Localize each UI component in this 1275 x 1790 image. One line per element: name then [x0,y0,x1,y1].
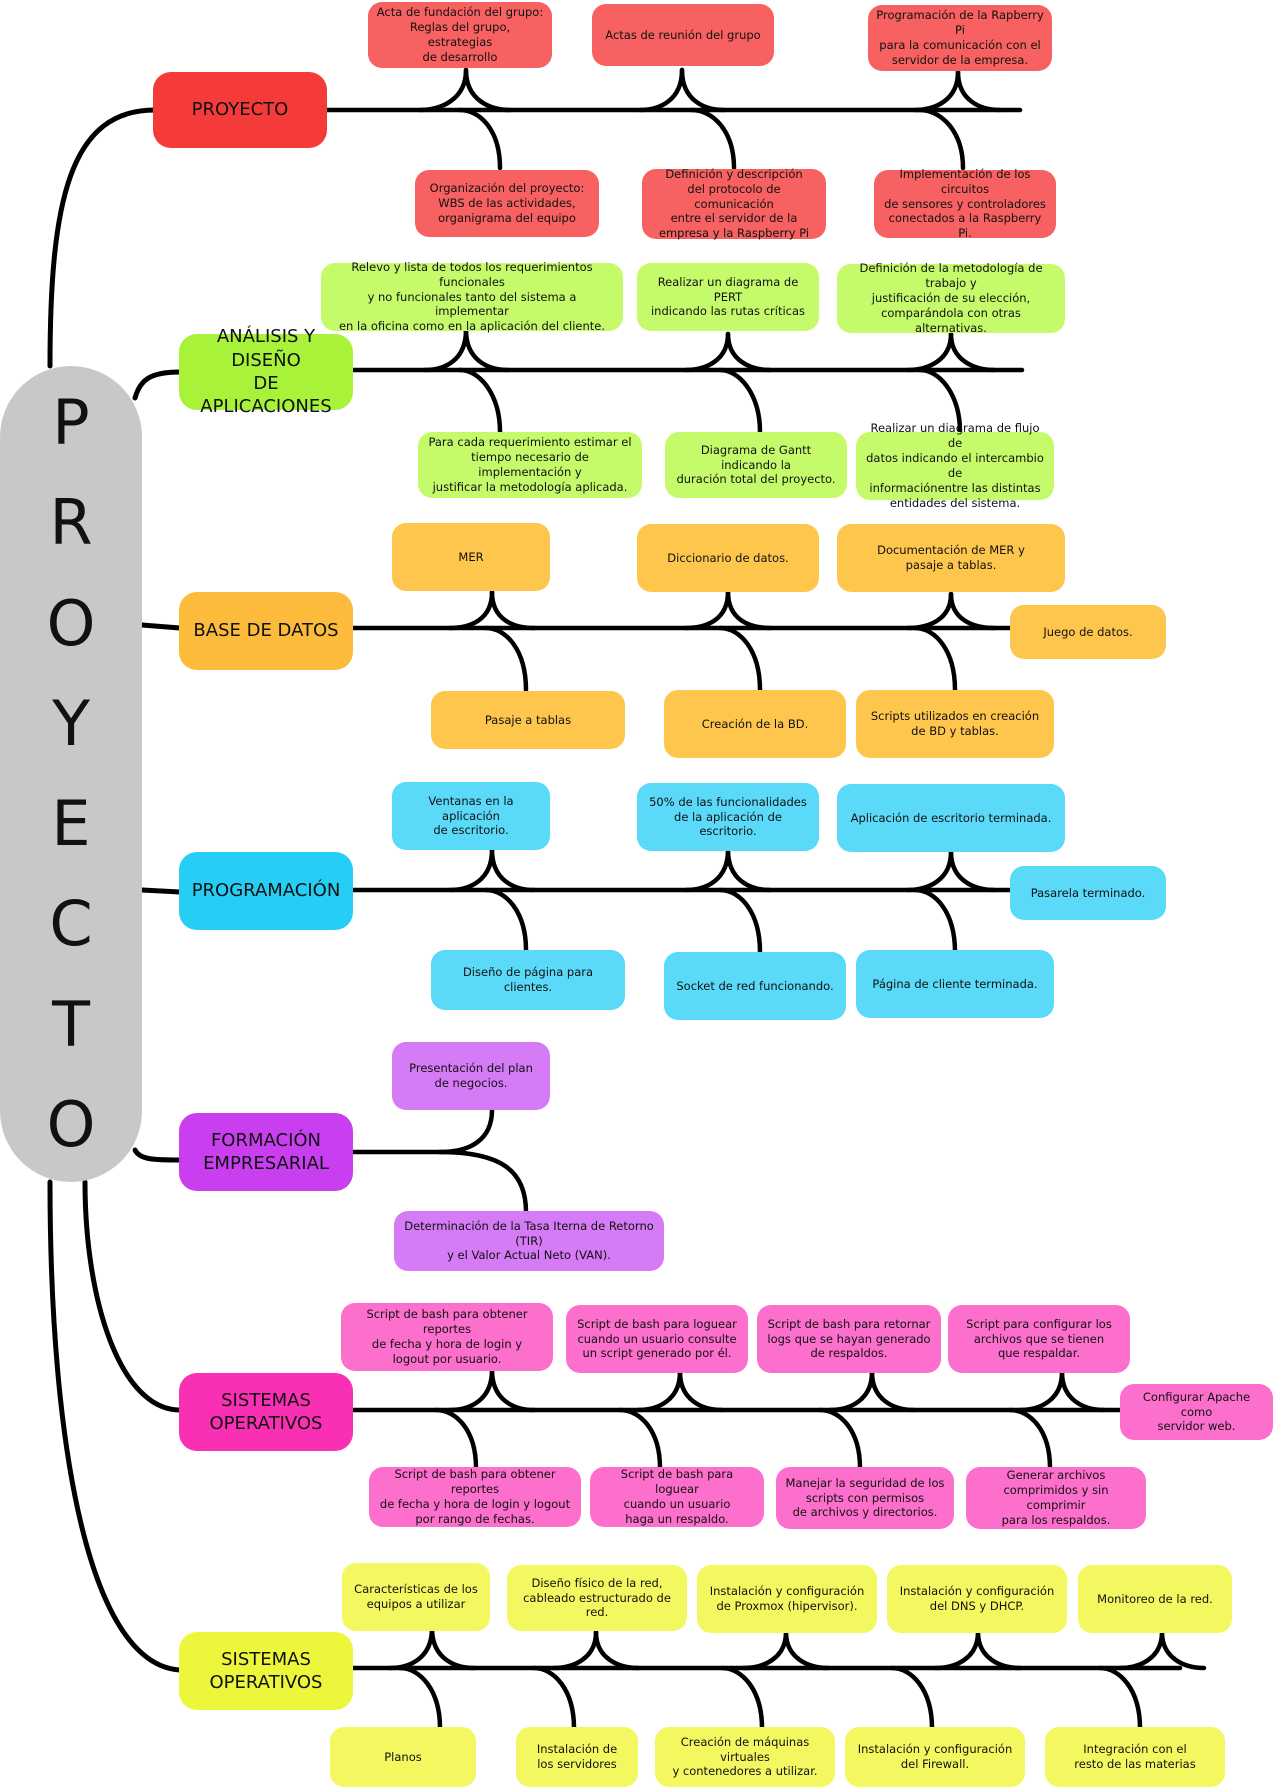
root-letter: C [49,887,93,961]
task-node[interactable]: Scripts utilizados en creación de BD y t… [856,690,1054,758]
branch-node-programacion[interactable]: PROGRAMACIÓN [179,852,353,930]
task-node[interactable]: Características de los equipos a utiliza… [342,1563,490,1631]
task-node[interactable]: Instalación y configuración del Firewall… [845,1727,1025,1787]
task-node[interactable]: Definición de la metodología de trabajo … [837,261,1065,335]
task-node[interactable]: Socket de red funcionando. [664,952,846,1020]
task-node[interactable]: Script de bash para obtener reportes de … [369,1467,581,1527]
root-node: P R O Y E C T O [0,366,142,1182]
root-letter: Y [52,686,90,760]
task-node[interactable]: Acta de fundación del grupo: Reglas del … [368,2,552,68]
task-node[interactable]: Diseño físico de la red, cableado estruc… [507,1565,687,1631]
task-node[interactable]: Planos [330,1727,476,1787]
task-node[interactable]: Realizar un diagrama de PERT indicando l… [637,263,819,331]
task-node[interactable]: Pasaje a tablas [431,691,625,749]
task-node[interactable]: Programación de la Rapberry Pi para la c… [868,5,1052,71]
task-node[interactable]: Para cada requerimiento estimar el tiemp… [418,432,642,498]
task-node[interactable]: Script de bash para obtener reportes de … [341,1303,553,1371]
task-node[interactable]: 50% de las funcionalidades de la aplicac… [637,783,819,851]
task-node[interactable]: Diccionario de datos. [637,524,819,592]
task-node[interactable]: Creación de la BD. [664,690,846,758]
branch-node-sistemas-operativos[interactable]: SISTEMAS OPERATIVOS [179,1373,353,1451]
task-node[interactable]: Implementación de los circuitos de senso… [874,167,1056,240]
task-node[interactable]: Documentación de MER y pasaje a tablas. [837,524,1065,592]
task-node[interactable]: Actas de reunión del grupo [592,4,774,66]
task-node[interactable]: Generar archivos comprimidos y sin compr… [966,1467,1146,1529]
root-letter: O [46,586,96,660]
root-letter: P [52,386,90,459]
task-node[interactable]: Monitoreo de la red. [1078,1565,1232,1633]
task-node[interactable]: Script para configurar los archivos que … [948,1305,1130,1373]
branch-node-proyecto[interactable]: PROYECTO [153,72,327,148]
root-letter: T [52,987,90,1061]
task-node[interactable]: Script de bash para loguear cuando un us… [566,1305,748,1373]
branch-node-base-de-datos[interactable]: BASE DE DATOS [179,592,353,670]
root-letter: R [49,486,93,560]
branch-node-sistemas-operativos-red[interactable]: SISTEMAS OPERATIVOS [179,1632,353,1710]
task-node[interactable]: MER [392,523,550,591]
task-node[interactable]: Instalación y configuración de Proxmox (… [697,1565,877,1633]
task-node[interactable]: Instalación de los servidores [516,1727,638,1787]
task-node[interactable]: Realizar un diagrama de flujo de datos i… [856,421,1054,510]
task-node[interactable]: Integración con el resto de las materias [1045,1727,1225,1787]
task-node[interactable]: Página de cliente terminada. [856,950,1054,1018]
task-node-end[interactable]: Juego de datos. [1010,605,1166,659]
task-node[interactable]: Relevo y lista de todos los requerimient… [321,260,623,333]
task-node[interactable]: Instalación y configuración del DNS y DH… [887,1565,1067,1633]
task-node[interactable]: Manejar la seguridad de los scripts con … [776,1467,954,1529]
task-node[interactable]: Ventanas en la aplicación de escritorio. [392,782,550,850]
task-node[interactable]: Script de bash para retornar logs que se… [757,1305,941,1373]
branch-node-analisis[interactable]: ANÁLISIS Y DISEÑO DE APLICACIONES [179,326,353,417]
task-node[interactable]: Script de bash para loguear cuando un us… [590,1467,764,1527]
task-node[interactable]: Organización del proyecto: WBS de las ac… [415,170,599,237]
task-node[interactable]: Definición y descripción del protocolo d… [642,167,826,240]
root-letter: E [51,787,91,861]
task-node[interactable]: Diagrama de Gantt indicando la duración … [665,432,847,498]
task-node[interactable]: Presentación del plan de negocios. [392,1042,550,1110]
root-letter: O [46,1087,96,1161]
task-node[interactable]: Diseño de página para clientes. [431,950,625,1010]
task-node-end[interactable]: Configurar Apache como servidor web. [1120,1384,1273,1440]
task-node[interactable]: Aplicación de escritorio terminada. [837,784,1065,852]
branch-node-formacion-empresarial[interactable]: FORMACIÓN EMPRESARIAL [179,1113,353,1191]
task-node[interactable]: Determinación de la Tasa Iterna de Retor… [394,1211,664,1271]
task-node-end[interactable]: Pasarela terminado. [1010,866,1166,920]
task-node[interactable]: Creación de máquinas virtuales y contene… [655,1727,835,1787]
